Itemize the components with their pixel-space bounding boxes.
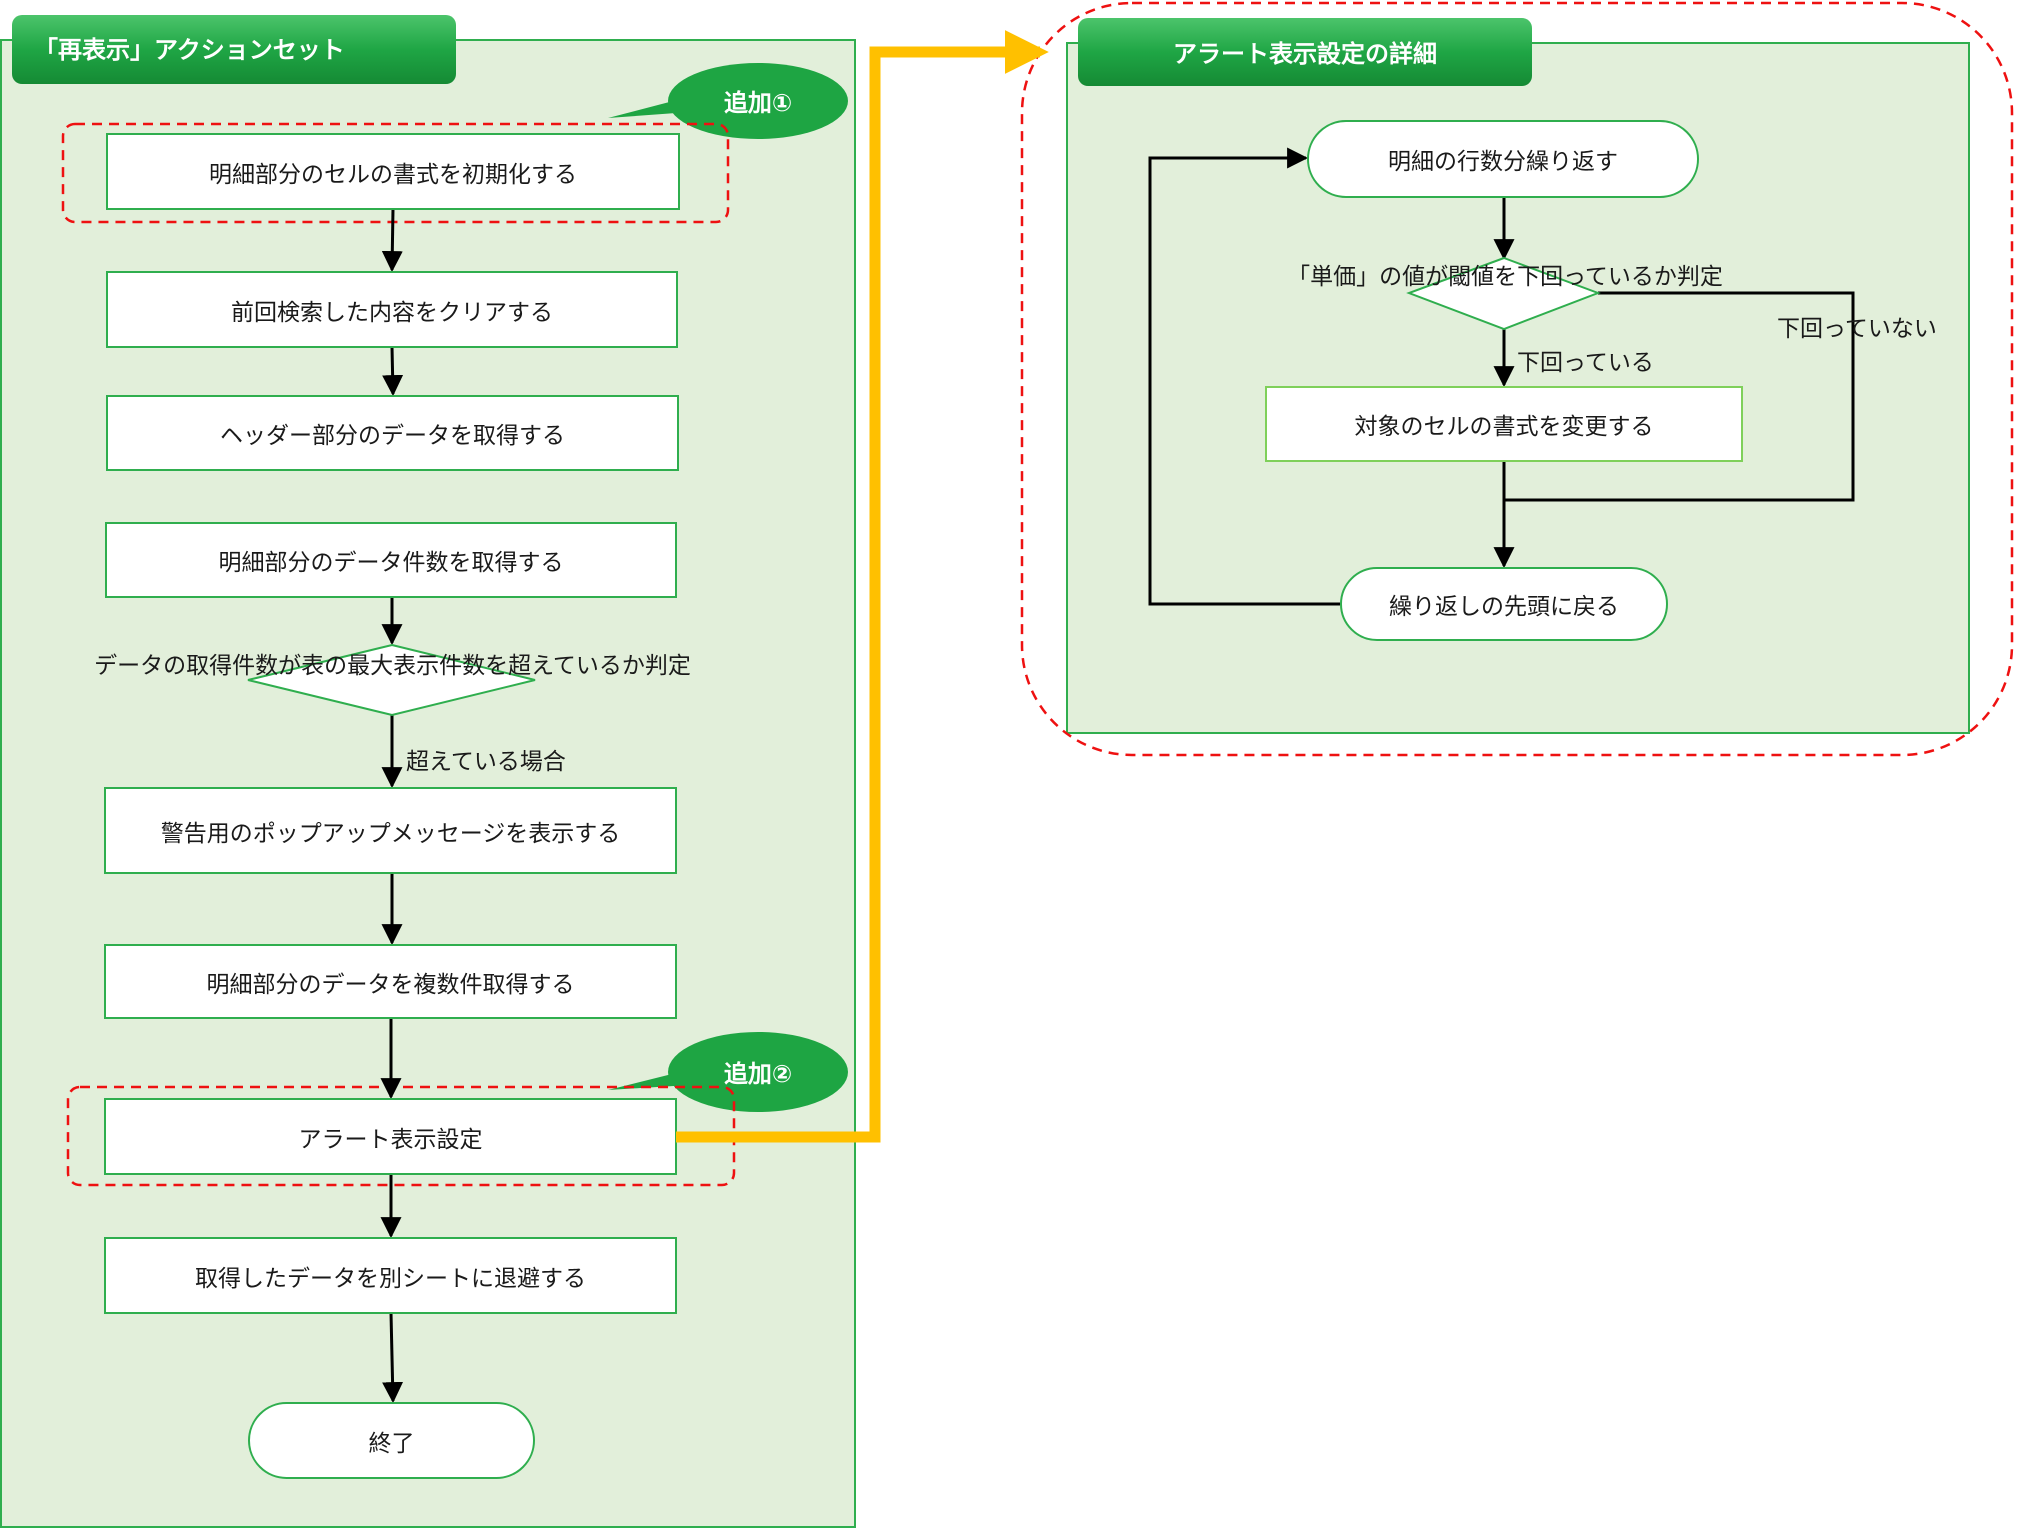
decision-right-no-label: 下回っていない [1777, 316, 1937, 342]
step8-box [104, 1237, 677, 1314]
decision-right-yes-label: 下回っている [1517, 350, 1654, 376]
action-box [1265, 386, 1743, 462]
loop-end-label: 繰り返しの先頭に戻る [1389, 594, 1619, 620]
step7-box [104, 1098, 677, 1175]
left-flow-boxes [104, 133, 680, 1479]
step2-box [106, 271, 678, 348]
decision-left-label: データの取得件数が表の最大表示件数を超えているか判定 [94, 653, 691, 679]
right-highlight-dashed [1020, 1, 2014, 757]
step6-box [104, 944, 677, 1019]
right-flow-connectors [1148, 147, 1855, 606]
step3-label: ヘッダー部分のデータを取得する [220, 423, 565, 449]
step4-label: 明細部分のデータ件数を取得する [218, 550, 564, 576]
end-terminal [248, 1402, 535, 1479]
left-panel-title: 「再表示」アクションセット [34, 35, 345, 64]
callout-add1 [668, 63, 848, 139]
step4-box [105, 522, 677, 598]
decision-left-yes-label: 超えている場合 [406, 749, 566, 775]
decision-right-label: 「単価」の値が閾値を下回っているか判定 [1287, 264, 1723, 290]
step1-box [106, 133, 680, 210]
step1-highlight-dashed [61, 122, 730, 224]
step7-label: アラート表示設定 [298, 1126, 483, 1153]
right-panel-title: アラート表示設定の詳細 [1173, 39, 1437, 68]
right-flow-boxes [1265, 120, 1743, 641]
callout-add2 [668, 1032, 848, 1112]
decision-right [1406, 256, 1601, 331]
loop-start-terminal [1307, 120, 1699, 198]
step6-label: 明細部分のデータを複数件取得する [206, 971, 575, 998]
decision-left [247, 643, 536, 717]
loop-end-terminal [1340, 567, 1668, 641]
right-panel-header [1078, 18, 1532, 86]
yellow-connector [676, 30, 1049, 1143]
callout-add1-label: 追加① [723, 88, 793, 117]
action-label: 対象のセルの書式を変更する [1354, 414, 1654, 440]
loop-start-label: 明細の行数分繰り返す [1388, 149, 1618, 175]
step8-label: 取得したデータを別シートに退避する [195, 1265, 586, 1292]
step5-label: 警告用のポップアップメッセージを表示する [160, 820, 621, 847]
end-label: 終了 [368, 1430, 415, 1457]
callout-add2-label: 追加② [723, 1059, 793, 1088]
step3-box [106, 395, 679, 471]
left-flow-connectors [380, 208, 404, 1404]
step1-label: 明細部分のセルの書式を初期化する [209, 161, 577, 188]
left-panel-header [12, 15, 456, 84]
step2-label: 前回検索した内容をクリアする [231, 299, 553, 326]
step5-box [104, 787, 677, 874]
